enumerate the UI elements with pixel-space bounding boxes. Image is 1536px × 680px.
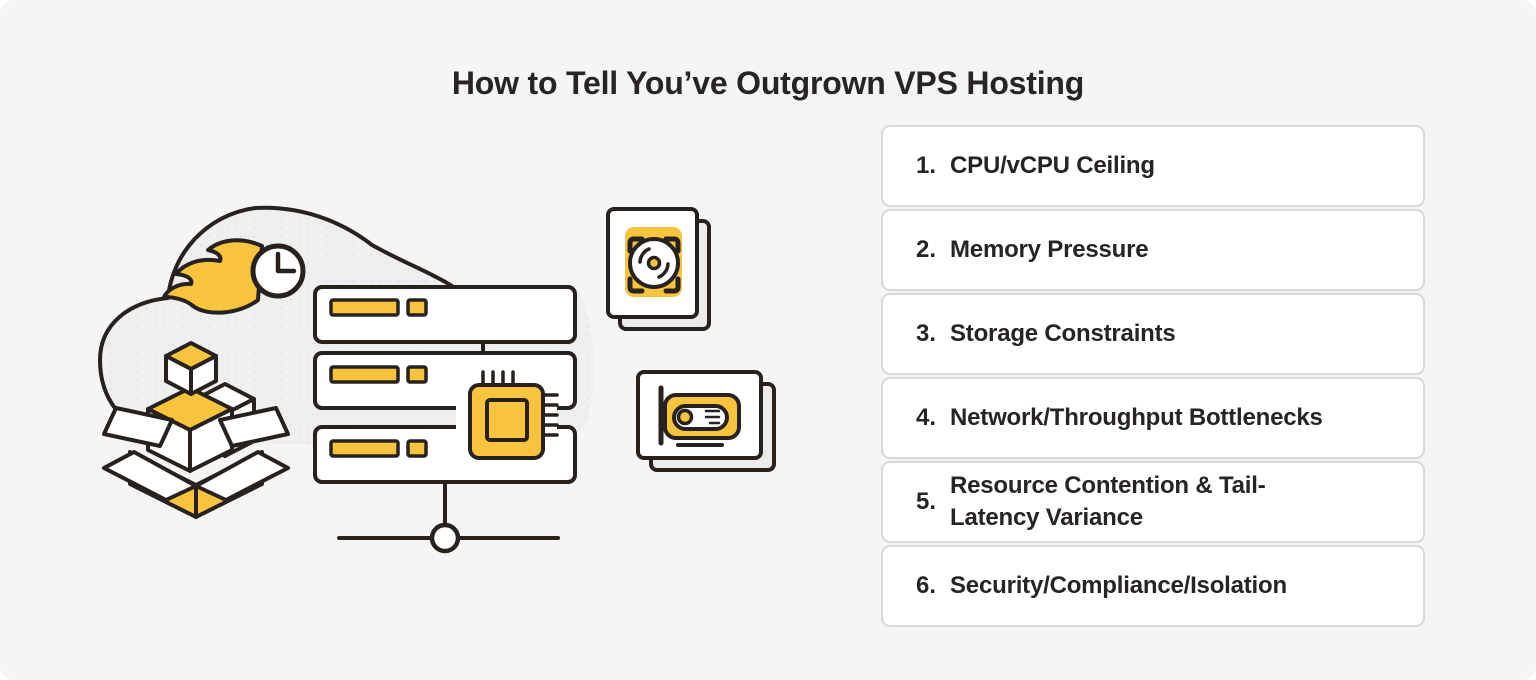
- list-item-number: 6.: [916, 572, 937, 599]
- list-item-number: 3.: [916, 320, 937, 347]
- list-item: 3. Storage Constraints: [881, 293, 1425, 375]
- list-item: 4. Network/Throughput Bottlenecks: [881, 377, 1425, 459]
- list-item: 5. Resource Contention & Tail- Latency V…: [881, 461, 1425, 543]
- hdd-cards-icon: [606, 207, 711, 331]
- open-box-packages-icon: [102, 341, 290, 519]
- list-item-number: 1.: [916, 152, 937, 179]
- list-item: 2. Memory Pressure: [881, 209, 1425, 291]
- network-link-icon: [337, 480, 560, 554]
- page-title: How to Tell You’ve Outgrown VPS Hosting: [451, 65, 1085, 102]
- list-item-label: Security/Compliance/Isolation: [950, 572, 1287, 600]
- list-item-label: Memory Pressure: [950, 236, 1149, 264]
- list-item-number: 4.: [916, 404, 937, 431]
- list-item-number: 5.: [916, 488, 937, 515]
- cpu-chip-icon: [456, 370, 559, 472]
- list-item-label: CPU/vCPU Ceiling: [950, 152, 1155, 180]
- list-item-number: 2.: [916, 236, 937, 263]
- list-item: 6. Security/Compliance/Isolation: [881, 545, 1425, 627]
- flaming-clock-icon: [162, 238, 306, 315]
- network-card-icon: [636, 370, 776, 472]
- list-item: 1. CPU/vCPU Ceiling: [881, 125, 1425, 207]
- signs-list: 1. CPU/vCPU Ceiling 2. Memory Pressure 3…: [881, 125, 1425, 627]
- server-stack-icon: [313, 285, 577, 484]
- list-item-label: Resource Contention & Tail- Latency Vari…: [950, 472, 1266, 531]
- list-item-label: Storage Constraints: [950, 320, 1176, 348]
- list-item-label: Network/Throughput Bottlenecks: [950, 404, 1323, 432]
